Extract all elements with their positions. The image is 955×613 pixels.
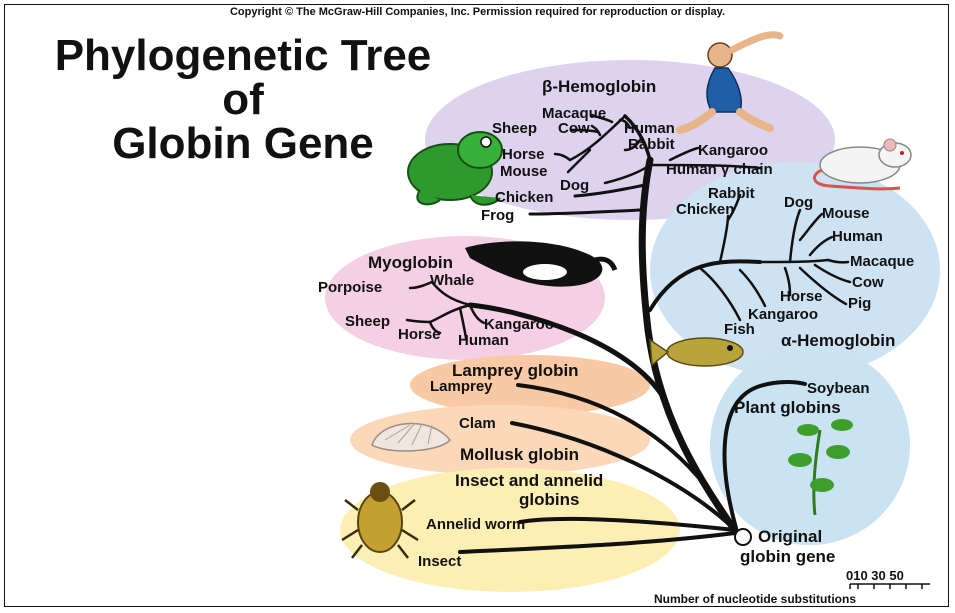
- taxon-whale: Whale: [430, 272, 474, 289]
- taxon-human-myo: Human: [458, 332, 509, 349]
- taxon-human-alpha: Human: [832, 228, 883, 245]
- plant-globins-label: Plant globins: [734, 398, 841, 417]
- plant-region: [710, 345, 910, 545]
- scale-caption: Number of nucleotide substitutions: [654, 592, 856, 606]
- taxon-human-beta: Human: [624, 120, 675, 137]
- taxon-annelid-worm: Annelid worm: [426, 516, 525, 533]
- taxon-sheep-myo: Sheep: [345, 313, 390, 330]
- taxon-kangaroo-alpha: Kangaroo: [748, 306, 818, 323]
- root-label-2: globin gene: [740, 547, 835, 566]
- taxon-cow-alpha: Cow: [852, 274, 884, 291]
- taxon-horse-alpha: Horse: [780, 288, 823, 305]
- taxon-porpoise: Porpoise: [318, 279, 382, 296]
- scale-ticks-label: 010 30 50: [846, 568, 904, 583]
- root-node: [735, 529, 751, 545]
- taxon-dog-beta: Dog: [560, 177, 589, 194]
- taxon-pig: Pig: [848, 295, 871, 312]
- alpha-hemoglobin-label: α-Hemoglobin: [781, 331, 895, 350]
- taxon-frog: Frog: [481, 207, 514, 224]
- taxon-kangaroo-myo: Kangaroo: [484, 316, 554, 333]
- taxon-cow-beta: Cow: [558, 120, 590, 137]
- taxon-kangaroo-beta: Kangaroo: [698, 142, 768, 159]
- scale-bar: 010 30 50 Number of nucleotide substitut…: [654, 568, 930, 606]
- taxon-rabbit-alpha: Rabbit: [708, 185, 755, 202]
- taxon-clam: Clam: [459, 415, 496, 432]
- fish-icon: [650, 338, 743, 366]
- taxon-horse-beta: Horse: [502, 146, 545, 163]
- taxon-soybean: Soybean: [807, 380, 870, 397]
- beta-hemoglobin-label: β-Hemoglobin: [542, 77, 656, 96]
- taxon-chicken-alpha: Chicken: [676, 201, 734, 218]
- taxon-horse-myo: Horse: [398, 326, 441, 343]
- taxon-insect: Insect: [418, 553, 461, 570]
- myoglobin-label: Myoglobin: [368, 253, 453, 272]
- taxon-rabbit-beta: Rabbit: [628, 136, 675, 153]
- taxon-mouse-alpha: Mouse: [822, 205, 870, 222]
- taxon-mouse-beta: Mouse: [500, 163, 548, 180]
- taxon-fish: Fish: [724, 321, 755, 338]
- taxon-sheep-beta: Sheep: [492, 120, 537, 137]
- taxon-lamprey: Lamprey: [430, 378, 493, 395]
- taxon-human-gamma: Human γ chain: [666, 161, 773, 178]
- taxon-dog-alpha: Dog: [784, 194, 813, 211]
- mollusk-globin-label: Mollusk globin: [460, 445, 579, 464]
- taxon-chicken-beta: Chicken: [495, 189, 553, 206]
- insect-annelid-label-1: Insect and annelid: [455, 471, 603, 490]
- root-label-1: Original: [758, 527, 822, 546]
- insect-annelid-label-2: globins: [519, 490, 579, 509]
- taxon-macaque-alpha: Macaque: [850, 253, 914, 270]
